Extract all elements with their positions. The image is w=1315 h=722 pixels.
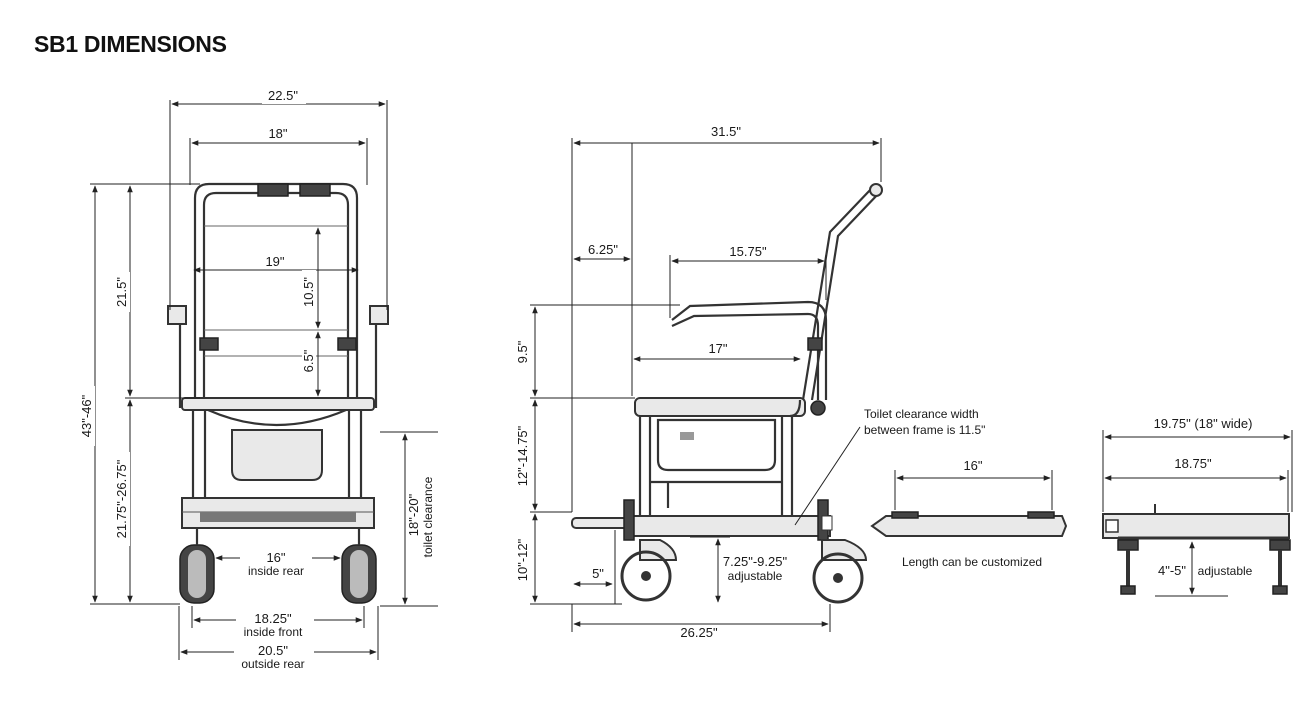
inside-rear-value: 16"	[266, 550, 285, 565]
overall-width-label: 22.5"	[268, 88, 298, 103]
seat-depth-label: 17"	[708, 341, 727, 356]
seat-height-label: 21.75"-26.75"	[114, 459, 129, 538]
armrest-height-label: 6.5"	[301, 349, 316, 372]
toilet-note-line1: Toilet clearance width	[864, 407, 979, 421]
adjust-value-label: 7.25"-9.25"	[723, 554, 788, 569]
rear-offset-label: 6.25"	[588, 242, 618, 257]
base-height-label: 10"-12"	[515, 538, 530, 581]
end-inner-width-label: 18.75"	[1174, 456, 1212, 471]
backrest-pad-height-label: 10.5"	[301, 277, 316, 307]
toilet-clearance-value: 18"-20"	[406, 493, 421, 536]
outside-rear-label: outside rear	[241, 657, 304, 671]
side-view-dimensions	[530, 138, 882, 632]
wheel-offset-label: 5"	[592, 566, 604, 581]
overall-height-label: 43"-46"	[79, 394, 94, 437]
top-note-label: Length can be customized	[902, 555, 1042, 569]
outside-rear-value: 20.5"	[258, 643, 288, 658]
adjust-label: adjustable	[728, 569, 783, 583]
front-view-chair	[167, 182, 389, 604]
overall-length-label: 31.5"	[711, 124, 741, 139]
top-view-base	[870, 470, 1068, 537]
seat-range-label: 12"-14.75"	[515, 425, 530, 486]
inside-front-label: inside front	[244, 625, 303, 639]
end-width-label: 19.75" (18" wide)	[1154, 416, 1253, 431]
seat-width-label: 19"	[265, 254, 284, 269]
inside-rear-label: inside rear	[248, 564, 304, 578]
toilet-clearance-label: toilet clearance	[421, 476, 435, 557]
backrest-width-label: 18"	[268, 126, 287, 141]
page-title: SB1 DIMENSIONS	[34, 31, 227, 57]
inside-front-value: 18.25"	[254, 611, 292, 626]
top-length-label: 16"	[963, 458, 982, 473]
end-leg-label: adjustable	[1198, 564, 1253, 578]
end-leg-value: 4"-5"	[1158, 563, 1186, 578]
toilet-note-line2: between frame is 11.5"	[864, 423, 985, 437]
side-view-chair	[571, 183, 883, 604]
back-height-label: 21.5"	[114, 277, 129, 307]
side-armrest-height-label: 9.5"	[515, 340, 530, 363]
end-view-base	[1102, 430, 1293, 597]
armrest-length-label: 15.75"	[729, 244, 767, 259]
base-length-label: 26.25"	[680, 625, 718, 640]
